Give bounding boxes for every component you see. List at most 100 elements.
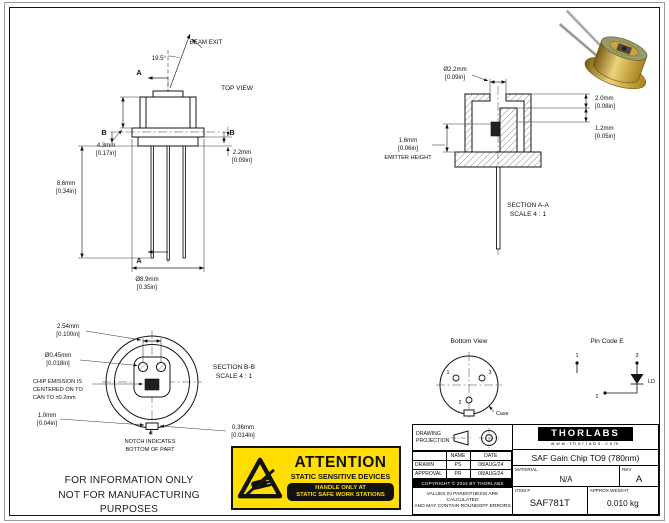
approval-table: NAME DATE DRAWN PS 08/AUG/24 APPROVAL PR… <box>413 451 512 479</box>
dim-notch-depth-mm: 0.36mm <box>232 424 254 431</box>
drawn-date: 08/AUG/24 <box>470 460 512 470</box>
section-b-mark-right: B <box>229 128 234 137</box>
dim-pin-length-mm: 8.6mm <box>57 180 76 187</box>
info-note-line2: NOT FOR MANUFACTURING PURPOSES <box>58 489 200 516</box>
approval-name: PR <box>446 469 471 479</box>
dim-flange-mm: 2.2mm <box>233 149 252 156</box>
section-bb-scale: SCALE 4 : 1 <box>216 373 253 380</box>
projection-label: DRAWING PROJECTION <box>413 431 449 443</box>
copyright-bar: COPYRIGHT © 2024 BY THORLABS <box>413 479 512 488</box>
dim-aperture-mm: Ø2.2mm <box>443 66 466 73</box>
dim-cap-height-in: [0.17in] <box>96 150 116 157</box>
photo-lead-2 <box>558 23 600 59</box>
notch-note-line2: BOTTOM OF PART <box>125 447 175 453</box>
approval-date: 08/AUG/24 <box>470 469 512 479</box>
dim-cap-step-mm: 2.0mm <box>595 95 614 102</box>
disclaimer-line1: VALUES IN PARENTHESIS ARE CALCULATED <box>426 492 499 504</box>
dim-notch-width-mm: 1.0mm <box>38 412 57 419</box>
section-aa-scale: SCALE 4 : 1 <box>510 211 547 218</box>
notch-note-line1: NOTCH INDICATES <box>125 439 176 445</box>
rev-value: A <box>635 474 643 485</box>
top-view-title: TOP VIEW <box>221 85 254 92</box>
section-bb-title: SECTION B-B <box>213 364 256 371</box>
dim-pin-spacing-in: [0.100in] <box>56 331 80 338</box>
disclaimer-line2: AND MAY CONTAIN ROUNDOFF ERRORS <box>414 504 511 510</box>
laser-diode-symbol <box>630 374 644 384</box>
section-aa-view: Ø2.2mm [0.09in] 2.0mm [0.08in] 1.2mm [0.… <box>384 66 615 256</box>
title-block: DRAWING PROJECTION NAME DATE DRAWN PS <box>412 424 659 515</box>
pin-code-title: Pin Code E <box>590 338 624 345</box>
dim-window-mm: 1.2mm <box>595 125 614 132</box>
dim-pin-length-in: [0.34in] <box>56 188 76 195</box>
ld-label: LD <box>648 379 655 385</box>
attention-subtitle: STATIC SENSITIVE DEVICES <box>290 471 391 481</box>
pincode-pin3-label: 3 <box>636 353 639 359</box>
dim-notch-width-in: [0.04in] <box>37 420 57 427</box>
pincode-pin2-label: 2 <box>596 394 599 400</box>
photo-body <box>592 40 648 84</box>
bottom-view: Bottom View 1 3 2 Case <box>436 338 509 418</box>
material-label: MATERIAL <box>515 467 538 472</box>
dim-cap-step-in: [0.08in] <box>595 103 615 110</box>
drawn-label: DRAWN <box>413 460 447 470</box>
chip-note-line3: CAN TO ±0.2mm <box>33 395 76 401</box>
projection-label-line1: DRAWING <box>416 431 441 438</box>
col-header-date: DATE <box>470 451 512 461</box>
top-view: BEAM EXIT 19.5° A A B B 4.3mm [0.17in] 2… <box>56 33 254 291</box>
col-header-name: NAME <box>446 451 471 461</box>
projection-label-line2: PROJECTION <box>416 437 450 444</box>
info-only-note: FOR INFORMATION ONLY NOT FOR MANUFACTURI… <box>28 474 230 518</box>
dim-emitter-mm: 1.6mm <box>399 137 418 144</box>
drawing-title: SAF Gain Chip TO9 (780nm) <box>513 450 658 466</box>
approval-label: APPROVAL <box>413 469 447 479</box>
disclaimer-note: VALUES IN PARENTHESIS ARE CALCULATED AND… <box>413 488 512 514</box>
section-bb-view: 2.54mm [0.100in] Ø0.45mm [0.018in] CHIP … <box>33 323 256 453</box>
photo-emitter-dot <box>622 46 627 51</box>
drawn-name: PS <box>446 460 471 470</box>
dim-can-dia-in: [0.35in] <box>137 284 157 291</box>
section-a-mark-top: A <box>136 68 142 77</box>
material-value: N/A <box>559 475 573 484</box>
attention-bar-line2: STATIC SAFE WORK STATIONS <box>296 491 385 498</box>
photo-lead-1 <box>565 9 604 50</box>
beam-exit-label: BEAM EXIT <box>190 39 223 46</box>
dim-emitter-in: [0.06in] <box>398 145 418 152</box>
bottom-pin2-label: 2 <box>459 400 462 406</box>
bottom-view-title: Bottom View <box>451 338 488 345</box>
projection-symbol-icon <box>451 427 499 448</box>
pincode-pin1-label: 1 <box>576 353 579 359</box>
dim-window-in: [0.05in] <box>595 133 615 140</box>
weight-value: 0.010 kg <box>606 498 639 508</box>
pin-code-diagram: Pin Code E 1 3 LD 2 <box>575 338 655 400</box>
esd-warning-icon <box>233 456 287 500</box>
product-photo <box>558 9 648 90</box>
thorlabs-website: www.thorlabs.com <box>550 442 621 447</box>
section-aa-title: SECTION A-A <box>507 202 549 209</box>
dim-flange-in: [0.09in] <box>232 157 252 164</box>
section-b-mark-left: B <box>101 128 106 137</box>
dim-can-dia-mm: Ø8.9mm <box>135 276 158 283</box>
weight-label: APPROX WEIGHT <box>589 488 629 493</box>
esd-attention-box: ATTENTION STATIC SENSITIVE DEVICES HANDL… <box>231 446 401 510</box>
chip-note-line2: CENTERED ON TO <box>33 387 83 393</box>
thorlabs-logo: THORLABS <box>538 427 633 441</box>
case-label: Case <box>496 411 509 417</box>
weight-cell: APPROX WEIGHT 0.010 kg <box>588 487 658 514</box>
item-value: SAF781T <box>529 498 570 509</box>
attention-title: ATTENTION <box>294 453 387 471</box>
material-cell: MATERIAL N/A <box>513 466 620 486</box>
dim-notch-depth-in: [0.014in] <box>231 432 255 439</box>
section-a-mark-bottom: A <box>136 256 142 265</box>
item-label: ITEM # <box>515 488 530 493</box>
dim-pin-dia-in: [0.018in] <box>46 360 70 367</box>
beam-angle-value: 19.5° <box>152 55 167 62</box>
bottom-pin1-label: 1 <box>447 370 450 376</box>
rev-cell: REV A <box>620 466 658 486</box>
attention-bar-line1: HANDLE ONLY AT <box>315 484 366 491</box>
item-cell: ITEM # SAF781T <box>513 487 588 514</box>
rev-label: REV <box>622 467 632 472</box>
bottom-pin3-label: 3 <box>489 370 492 376</box>
dim-pin-dia-mm: Ø0.45mm <box>45 352 72 359</box>
chip-note-line1: CHIP EMISSION IS <box>33 379 82 385</box>
